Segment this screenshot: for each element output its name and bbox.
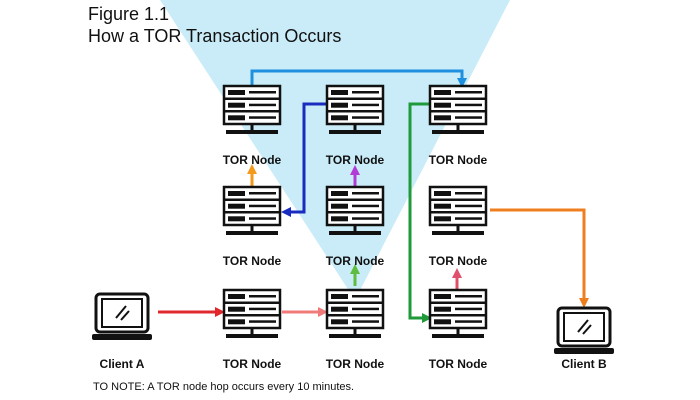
tor-node-label: TOR Node xyxy=(326,254,385,268)
client-a-label: Client A xyxy=(100,357,145,371)
arrow-client-a-to-bottom-left xyxy=(158,307,225,317)
figure-note: TO NOTE: A TOR node hop occurs every 10 … xyxy=(93,381,355,393)
beam-shape xyxy=(160,0,510,300)
arrow-bottom-right-to-mid-right xyxy=(452,268,462,290)
tor-node-label: TOR Node xyxy=(326,357,385,371)
tor-node-label: TOR Node xyxy=(429,357,488,371)
arrow-mid-mid-to-top-mid xyxy=(350,165,360,187)
tor-node-bottom-left-icon xyxy=(222,288,282,340)
tor-node-bottom-right-icon xyxy=(428,288,488,340)
client-b-label: Client B xyxy=(561,357,607,371)
tor-node-label: TOR Node xyxy=(429,254,488,268)
client-b-laptop-icon xyxy=(552,306,616,356)
figure-subtitle: How a TOR Transaction Occurs xyxy=(88,26,342,46)
tor-node-bottom-mid-icon xyxy=(325,288,385,340)
tor-node-label: TOR Node xyxy=(326,153,385,167)
arrow-top-mid-to-mid-left xyxy=(281,102,327,217)
figure-title: Figure 1.1 xyxy=(88,4,170,24)
arrow-top-left-to-top-right xyxy=(250,69,467,88)
tor-node-label: TOR Node xyxy=(223,153,282,167)
arrow-bottom-left-to-bottom-mid xyxy=(282,307,328,317)
tor-node-mid-left-icon xyxy=(222,185,282,237)
client-a-laptop-icon xyxy=(90,292,154,342)
tor-node-label: TOR Node xyxy=(223,254,282,268)
tor-node-mid-right-icon xyxy=(428,185,488,237)
arrow-bottom-mid-to-mid-mid xyxy=(350,264,360,286)
arrow-mid-right-to-client-b xyxy=(490,208,589,308)
arrow-top-right-to-bottom-right xyxy=(408,102,432,323)
tor-node-label: TOR Node xyxy=(223,357,282,371)
arrow-mid-left-to-top-left xyxy=(247,164,257,186)
tor-node-label: TOR Node xyxy=(429,153,488,167)
